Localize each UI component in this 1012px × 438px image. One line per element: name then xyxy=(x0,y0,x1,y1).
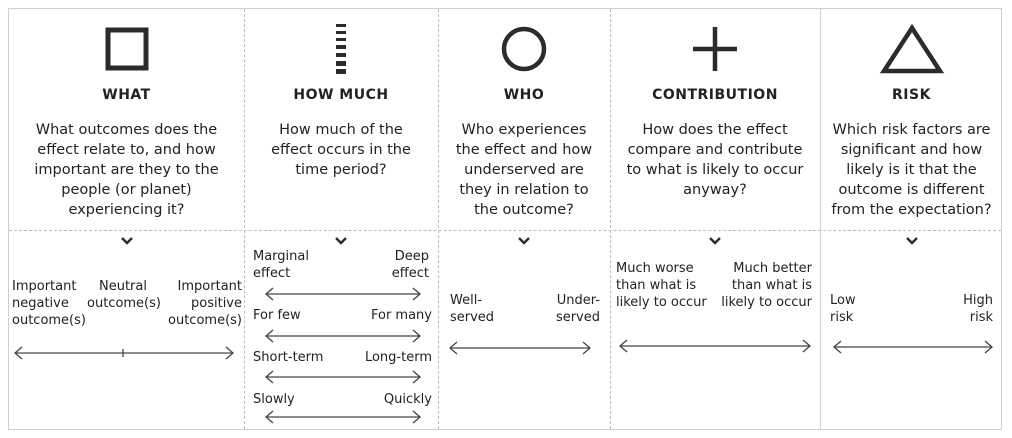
chevron-down-icon xyxy=(244,237,438,249)
scale-arrow xyxy=(265,370,421,384)
scale-left-label: Marginal effect xyxy=(253,249,309,281)
scale-arrow xyxy=(449,341,591,355)
scale-arrow xyxy=(265,329,421,343)
scale-arrow xyxy=(833,340,993,354)
column-divider xyxy=(610,9,611,429)
column-how-much: HOW MUCH How much of the effect occurs i… xyxy=(244,9,438,429)
impact-dimensions-diagram: WHAT What outcomes does the effect relat… xyxy=(8,8,1002,430)
bars-icon xyxy=(244,21,438,77)
column-contribution: CONTRIBUTION How does the effect compare… xyxy=(610,9,820,429)
scale-middle-label: Neutral outcome(s) xyxy=(87,279,161,311)
column-question: How much of the effect occurs in the tim… xyxy=(271,122,411,178)
scale-left-label: Low risk xyxy=(830,293,856,325)
scale-left-label: Slowly xyxy=(253,392,295,407)
column-what: WHAT What outcomes does the effect relat… xyxy=(9,9,244,429)
scale-arrow xyxy=(14,346,234,360)
chevron-down-icon xyxy=(438,237,610,249)
scale-left-label: Well-served xyxy=(450,293,495,325)
plus-icon xyxy=(610,21,820,77)
column-divider xyxy=(438,9,439,429)
chevron-down-icon xyxy=(610,237,820,249)
triangle-icon xyxy=(820,21,1003,77)
column-heading: CONTRIBUTION xyxy=(652,87,778,103)
chevron-down-icon xyxy=(9,237,244,249)
scale-left-label: Important negative outcome(s) xyxy=(12,279,86,328)
scale-right-label: Important positive outcome(s) xyxy=(168,279,242,328)
column-question: Who experiences the effect and how under… xyxy=(455,122,593,218)
scale-left-label: Much worse than what is likely to occur xyxy=(616,261,707,310)
column-who: WHO Who experiences the effect and how u… xyxy=(438,9,610,429)
scale-right-label: Long-term xyxy=(364,350,432,365)
scale-right-label: Deep effect xyxy=(391,249,429,281)
row-divider xyxy=(9,230,1001,231)
column-heading: WHAT xyxy=(102,87,151,103)
scale-right-label: For many xyxy=(370,308,432,323)
column-heading: HOW MUCH xyxy=(293,87,389,103)
scale-right-label: Quickly xyxy=(383,392,432,407)
scale-left-label: For few xyxy=(253,308,301,323)
scale-right-label: Much better than what is likely to occur xyxy=(721,261,812,310)
scale-right-label: Under-served xyxy=(555,293,600,325)
scale-arrow xyxy=(619,339,811,353)
column-divider xyxy=(244,9,245,429)
square-icon xyxy=(9,21,244,77)
column-question: What outcomes does the effect relate to,… xyxy=(34,122,219,218)
chevron-down-icon xyxy=(820,237,1003,249)
column-question: Which risk factors are significant and h… xyxy=(831,122,992,218)
scale-left-label: Short-term xyxy=(253,350,324,365)
scale-arrow xyxy=(265,410,421,424)
column-divider xyxy=(820,9,821,429)
scale-arrow xyxy=(265,287,421,301)
column-heading: RISK xyxy=(892,87,931,103)
column-question: How does the effect compare and contribu… xyxy=(626,122,804,198)
column-risk: RISK Which risk factors are significant … xyxy=(820,9,1003,429)
column-heading: WHO xyxy=(503,87,545,103)
scale-right-label: High risk xyxy=(963,293,993,325)
circle-icon xyxy=(438,21,610,77)
